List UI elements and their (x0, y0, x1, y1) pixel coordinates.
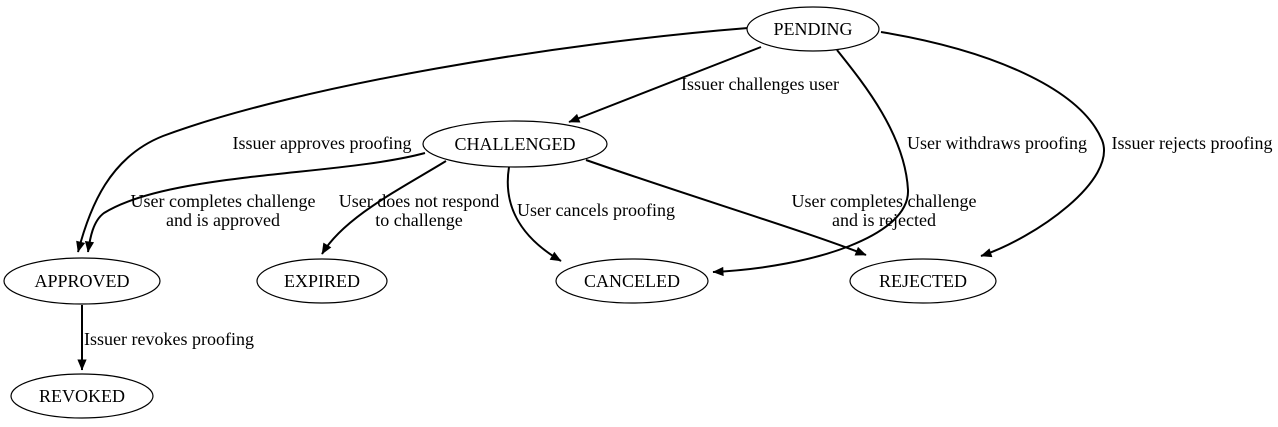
node-revoked: REVOKED (10, 373, 154, 419)
node-ellipse (849, 258, 997, 304)
node-ellipse (746, 6, 880, 52)
edge-challenged-rejected: User completes challenge and is rejected (585, 159, 977, 256)
edge-line (506, 166, 562, 262)
node-label: REJECTED (879, 271, 967, 291)
edge-challenged-approved: User completes challenge and is approved (84, 152, 426, 253)
node-ellipse (256, 258, 388, 304)
edge-pending-challenged: Issuer challenges user (568, 46, 839, 123)
edge-label: User cancels proofing (517, 200, 675, 220)
node-challenged: CHALLENGED (422, 120, 608, 168)
edge-pending-rejected: Issuer rejects proofing (880, 31, 1273, 258)
node-expired: EXPIRED (256, 258, 388, 304)
node-ellipse (10, 373, 154, 419)
node-label: EXPIRED (284, 271, 360, 291)
edge-label: Issuer revokes proofing (84, 329, 254, 349)
edge-label: User completes challenge (792, 191, 977, 211)
node-rejected: REJECTED (849, 258, 997, 304)
edge-approved-revoked: Issuer revokes proofing (77, 305, 254, 371)
node-label: APPROVED (34, 271, 129, 291)
edge-challenged-expired: User does not respond to challenge (321, 160, 499, 255)
edge-label: Issuer challenges user (681, 74, 839, 94)
edge-line (321, 160, 447, 255)
node-label: PENDING (774, 19, 853, 39)
edge-challenged-canceled: User cancels proofing (506, 166, 675, 262)
edge-label: User does not respond (339, 191, 499, 211)
edge-line (568, 46, 762, 123)
edge-label: and is rejected (832, 210, 936, 230)
edge-line (76, 27, 749, 253)
edge-pending-approved: Issuer approves proofing (76, 27, 749, 253)
edge-label: Issuer rejects proofing (1112, 133, 1273, 153)
edge-label: User withdraws proofing (907, 133, 1087, 153)
edge-line (585, 159, 867, 256)
node-ellipse (3, 257, 161, 305)
node-canceled: CANCELED (555, 258, 709, 304)
node-label: CANCELED (584, 271, 680, 291)
edge-line (84, 152, 426, 253)
node-label: CHALLENGED (455, 134, 576, 154)
node-approved: APPROVED (3, 257, 161, 305)
node-ellipse (422, 120, 608, 168)
edge-label: and is approved (166, 210, 280, 230)
edge-label: Issuer approves proofing (233, 133, 412, 153)
node-pending: PENDING (746, 6, 880, 52)
edge-line (712, 49, 910, 277)
edge-pending-canceled: User withdraws proofing (712, 49, 1087, 277)
edge-label: to challenge (375, 210, 462, 230)
node-ellipse (555, 258, 709, 304)
edge-label: User completes challenge (131, 191, 316, 211)
edge-line (880, 31, 1105, 258)
node-label: REVOKED (39, 386, 125, 406)
